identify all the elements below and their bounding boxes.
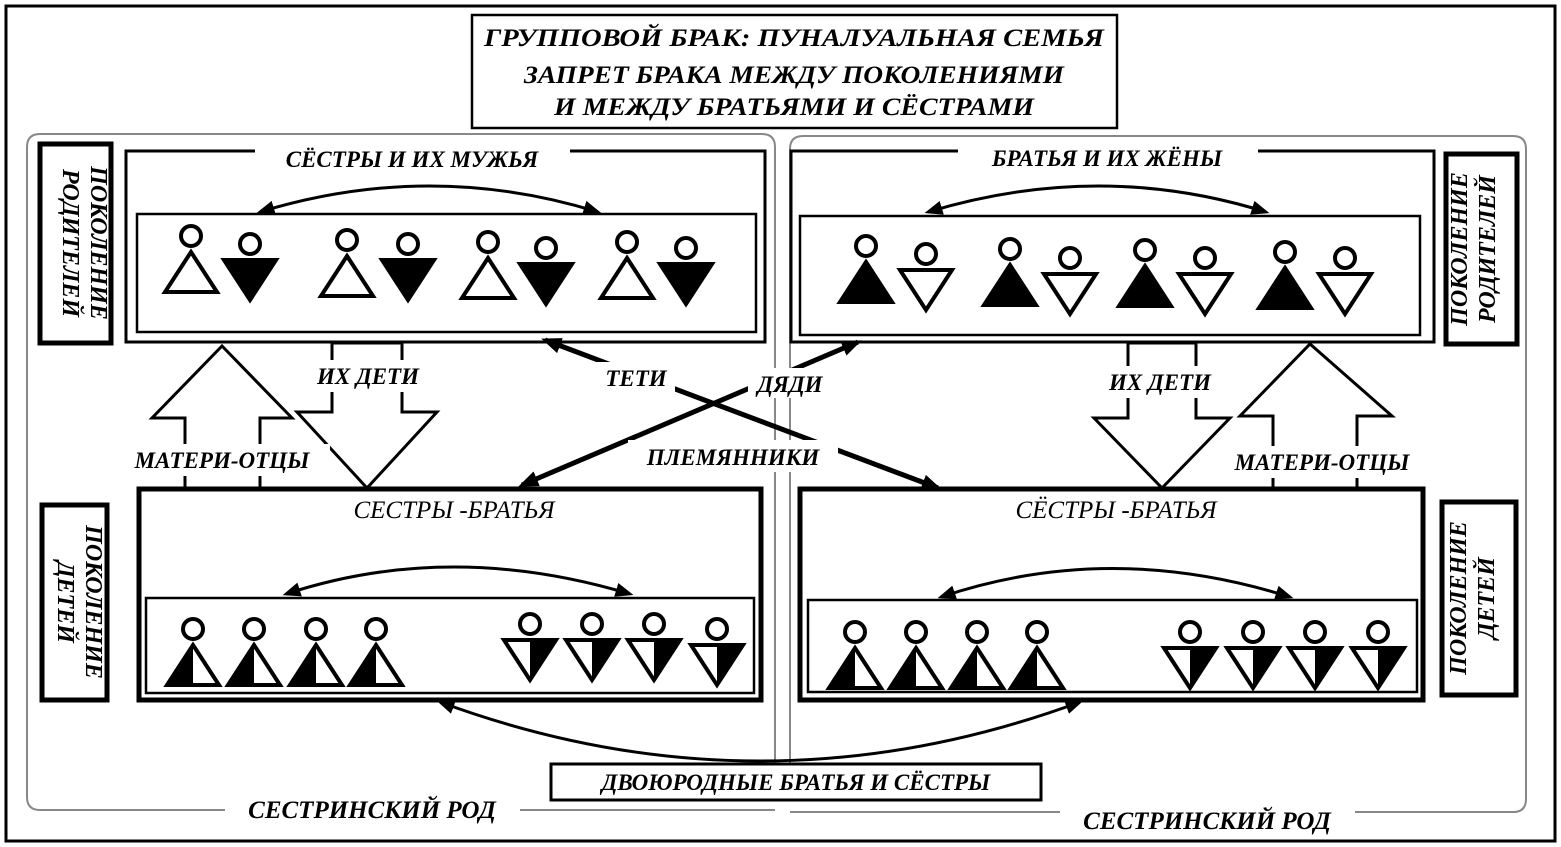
male-figure: [562, 612, 622, 684]
svg-text:ПОКОЛЕНИЕ: ПОКОЛЕНИЕ: [1446, 521, 1472, 676]
male-figure: [656, 236, 716, 308]
male-figure: [896, 242, 956, 314]
male-figure: [1348, 620, 1408, 692]
male-figure: [1160, 620, 1220, 692]
left-mothers-fathers-label: МАТЕРИ-ОТЦЫ: [134, 448, 310, 473]
female-figure: [886, 620, 946, 690]
left-clan-border: [26, 133, 776, 811]
uncles-label: ДЯДИ: [755, 372, 823, 397]
aunts-label: ТЕТИ: [605, 366, 667, 391]
left-clan-label: СЕСТРИНСКИЙ РОД: [248, 795, 497, 824]
female-figure: [317, 228, 377, 298]
right-clan-border: [789, 135, 1527, 813]
male-figure: [378, 232, 438, 304]
svg-text:ПОКОЛЕНИЕ: ПОКОЛЕНИЕ: [85, 165, 111, 320]
female-figure: [597, 230, 657, 300]
male-figure: [220, 232, 280, 304]
left-their-children-label: ИХ ДЕТИ: [316, 364, 420, 389]
title-line-1: ГРУППОВОЙ БРАК: ПУНАЛУАЛЬНАЯ СЕМЬЯ: [483, 23, 1105, 52]
male-figure: [1040, 246, 1100, 318]
left-parents-label: ПОКОЛЕНИЕ РОДИТЕЛЕЙ: [37, 141, 114, 346]
right-parents-marriage-arrow: [924, 184, 1270, 215]
left-parents-caption: СЁСТРЫ И ИХ МУЖЬЯ: [286, 147, 540, 172]
right-parents-caption: БРАТЬЯ И ИХ ЖЁНЫ: [991, 146, 1223, 171]
svg-text:РОДИТЕЛЕЙ: РОДИТЕЛЕЙ: [1474, 174, 1501, 324]
female-figure: [163, 617, 223, 687]
svg-text:ДЕТЕЙ: ДЕТЕЙ: [1473, 556, 1500, 641]
right-their-children-label: ИХ ДЕТИ: [1108, 370, 1212, 395]
right-clan-label: СЕСТРИНСКИЙ РОД: [1083, 806, 1332, 835]
female-figure: [980, 237, 1040, 307]
left-siblings-arrow: [282, 565, 634, 597]
female-figure: [346, 617, 406, 687]
left-children-caption: СЕСТРЫ -БРАТЬЯ: [353, 497, 556, 524]
female-figure: [458, 230, 518, 300]
right-children-caption: СЁСТРЫ -БРАТЬЯ: [1015, 496, 1218, 524]
male-figure: [687, 617, 747, 689]
female-figure: [947, 620, 1007, 690]
male-figure: [1315, 246, 1375, 318]
right-mothers-fathers-label: МАТЕРИ-ОТЦЫ: [1234, 450, 1410, 475]
female-figure: [224, 617, 284, 687]
svg-text:ПОКОЛЕНИЕ: ПОКОЛЕНИЕ: [80, 524, 106, 679]
uncles-nephews-arrow: [518, 339, 862, 488]
cousins-box: [549, 762, 1043, 802]
svg-text:РОДИТЕЛЕЙ: РОДИТЕЛЕЙ: [57, 168, 84, 318]
female-figure: [836, 234, 896, 304]
svg-text:ПОКОЛЕНИЕ: ПОКОЛЕНИЕ: [1447, 172, 1473, 327]
male-figure: [1223, 620, 1283, 692]
right-parents-label: ПОКОЛЕНИЕ РОДИТЕЛЕЙ: [1443, 151, 1520, 347]
female-figure: [825, 620, 885, 690]
left-parents-panel: СЁСТРЫ И ИХ МУЖЬЯ: [124, 142, 767, 344]
left-parents-figures: [161, 224, 716, 308]
right-parents-figures: [836, 234, 1375, 318]
right-their-children-arrow: [1090, 341, 1234, 491]
female-figure: [161, 224, 221, 294]
female-figure: [1007, 620, 1067, 690]
right-parents-panel: БРАТЬЯ И ИХ ЖЁНЫ: [789, 142, 1436, 344]
male-figure: [1285, 620, 1345, 692]
female-figure: [1115, 238, 1175, 308]
right-children-figures: [825, 620, 1408, 692]
male-figure: [624, 612, 684, 684]
male-figure: [516, 236, 576, 308]
left-children-figures: [163, 612, 747, 689]
male-figure: [500, 612, 560, 684]
title-line-2: ЗАПРЕТ БРАКА МЕЖДУ ПОКОЛЕНИЯМИ: [523, 62, 1066, 89]
title-line-3: И МЕЖДУ БРАТЬЯМИ И СЁСТРАМИ: [553, 94, 1036, 121]
title-box: [470, 13, 1119, 130]
cousins-arrow: [436, 700, 1084, 763]
cousins-label: ДВОЮРОДНЫЕ БРАТЬЯ И СЁСТРЫ: [600, 770, 991, 795]
female-figure: [286, 617, 346, 687]
left-children-panel: СЕСТРЫ -БРАТЬЯ: [136, 486, 764, 703]
svg-text:ДЕТЕЙ: ДЕТЕЙ: [52, 559, 79, 644]
left-children-label: ПОКОЛЕНИЕ ДЕТЕЙ: [39, 502, 110, 703]
left-parents-marriage-arrow: [256, 184, 602, 215]
female-figure: [1255, 240, 1315, 310]
right-siblings-arrow: [937, 567, 1294, 600]
outer-frame: [4, 4, 1557, 843]
right-children-label: ПОКОЛЕНИЕ ДЕТЕЙ: [1439, 499, 1519, 698]
nephews-label: ПЛЕМЯННИКИ: [646, 445, 821, 470]
male-figure: [1175, 246, 1235, 318]
